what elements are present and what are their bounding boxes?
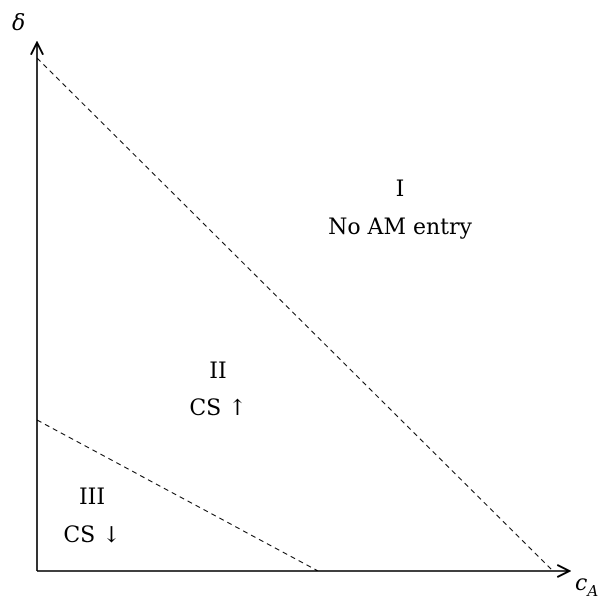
region-III-caption: CS ↓ bbox=[63, 523, 120, 548]
region-I-caption: No AM entry bbox=[328, 215, 472, 240]
y-axis-label: δ bbox=[12, 11, 25, 36]
x-axis-label-subscript: A bbox=[585, 582, 598, 600]
x-axis-label-main: c bbox=[575, 571, 587, 596]
x-axis-label: cA bbox=[575, 571, 598, 600]
lower-boundary-line bbox=[36, 419, 319, 572]
upper-boundary-line bbox=[36, 57, 554, 572]
region-II-label: II bbox=[209, 359, 226, 384]
region-II-caption: CS ↑ bbox=[189, 396, 246, 421]
region-III-label: III bbox=[79, 485, 105, 510]
region-I-label: I bbox=[396, 177, 405, 202]
